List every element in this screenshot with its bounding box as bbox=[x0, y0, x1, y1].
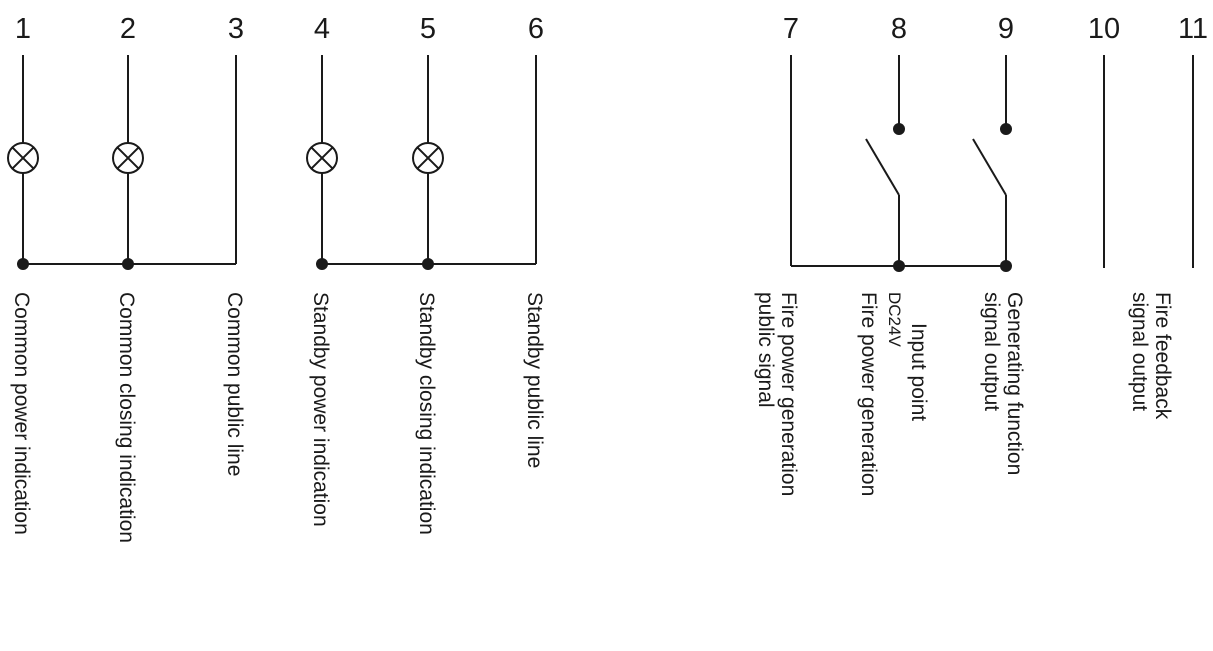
label-terminal-2: Common closing indication bbox=[115, 292, 138, 543]
contact-dot-terminal-8 bbox=[893, 123, 905, 135]
lamp-icon-terminal-1 bbox=[7, 142, 39, 174]
label-terminal-5: Standby closing indication bbox=[415, 292, 438, 535]
label-terminal-7-line1: Fire power generation bbox=[777, 292, 800, 496]
lamp-icon-terminal-2 bbox=[112, 142, 144, 174]
terminal-9-number: 9 bbox=[998, 13, 1014, 45]
label-terminal-8-line2: Input point bbox=[907, 323, 930, 421]
junction-dot-terminal-5 bbox=[422, 258, 434, 270]
contact-dot-terminal-9 bbox=[1000, 123, 1012, 135]
switch-blade-terminal-9 bbox=[972, 138, 1007, 196]
lamp-icon-terminal-4 bbox=[306, 142, 338, 174]
label-terminal-4: Standby power indication bbox=[309, 292, 332, 527]
label-terminal-7-line2: public signal bbox=[754, 292, 777, 408]
terminal-6-number: 6 bbox=[528, 13, 544, 45]
terminal-3-number: 3 bbox=[228, 13, 244, 45]
terminal-4-number: 4 bbox=[314, 13, 330, 45]
terminal-7-number: 7 bbox=[783, 13, 799, 45]
junction-dot-terminal-1 bbox=[17, 258, 29, 270]
label-terminal-11-line2: signal output bbox=[1128, 292, 1151, 411]
terminal-8-number: 8 bbox=[891, 13, 907, 45]
junction-dot-terminal-8 bbox=[893, 260, 905, 272]
label-terminal-11-line1: Fire feedback bbox=[1151, 292, 1174, 420]
terminal-1-number: 1 bbox=[15, 13, 31, 45]
label-terminal-3: Common public line bbox=[223, 292, 246, 476]
lamp-icon-terminal-5 bbox=[412, 142, 444, 174]
label-terminal-1: Common power indication bbox=[10, 292, 33, 535]
label-terminal-9-line1: Generating function bbox=[1003, 292, 1026, 475]
junction-dot-terminal-4 bbox=[316, 258, 328, 270]
terminal-10-number: 10 bbox=[1088, 13, 1120, 45]
label-terminal-8-line1: Fire power generation bbox=[857, 292, 880, 496]
label-terminal-6: Standby public line bbox=[523, 292, 546, 468]
junction-dot-terminal-9 bbox=[1000, 260, 1012, 272]
terminal-2-number: 2 bbox=[120, 13, 136, 45]
terminal-11-number: 11 bbox=[1178, 13, 1208, 45]
label-terminal-8-dc24v: DC24V bbox=[885, 292, 904, 347]
switch-blade-terminal-8 bbox=[865, 138, 900, 196]
terminal-5-number: 5 bbox=[420, 13, 436, 45]
label-terminal-9-line2: signal output bbox=[980, 292, 1003, 411]
junction-dot-terminal-2 bbox=[122, 258, 134, 270]
